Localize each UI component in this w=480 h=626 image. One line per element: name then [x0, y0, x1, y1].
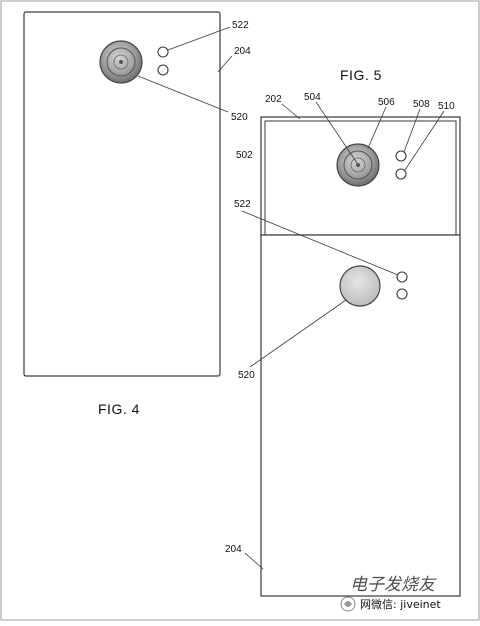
watermark: 电子发烧友 网微信: jiveinet [340, 575, 460, 612]
fig5-label-520: 520 [238, 370, 255, 381]
fig5-module-sensor-bottom [395, 168, 407, 180]
fig5-label-510: 510 [438, 101, 455, 112]
fig5-label-522: 522 [234, 199, 251, 210]
fig5-label-502: 502 [236, 150, 253, 161]
fig4-sensor-bottom [157, 64, 169, 76]
fig5-label-508: 508 [413, 99, 430, 110]
fig5-leader-520 [249, 299, 347, 368]
fig5-leader-510 [404, 110, 445, 171]
fig4-label-522: 522 [232, 20, 249, 31]
fig5-module-sensor-top [395, 150, 407, 162]
fig5-leader-504 [315, 101, 358, 164]
fig5-module-lens [336, 143, 380, 187]
fig5-leader-506 [367, 106, 387, 149]
fig4-label-204: 204 [234, 46, 251, 57]
fig5-leader-204 [244, 552, 264, 570]
fig5-caption: FIG. 5 [340, 67, 382, 83]
fig4-caption: FIG. 4 [98, 401, 140, 417]
fig4-phone-body [23, 11, 221, 377]
fig4-leader-522 [167, 26, 231, 51]
fig5-label-204: 204 [225, 544, 242, 555]
fig4-camera-lens [99, 40, 143, 84]
fig5-body-sensor-top [396, 271, 408, 283]
fig5-body-sensor-bottom [396, 288, 408, 300]
fig4-sensor-top [157, 46, 169, 58]
fig5-leader-202 [281, 103, 301, 120]
fig4-leader-520 [137, 75, 229, 113]
watermark-caption-bg [358, 597, 460, 611]
fig5-label-504: 504 [304, 92, 321, 103]
fig5-leader-522 [241, 210, 399, 276]
fig5-label-506: 506 [378, 97, 395, 108]
fig5-leader-508 [403, 108, 421, 153]
watermark-caption: 网微信: jiveinet [360, 597, 441, 611]
watermark-brand: 电子发烧友 [350, 575, 437, 595]
watermark-logo-icon [340, 596, 356, 612]
fig4-drawing: 522 204 520 FIG. 4 [23, 11, 251, 417]
fig4-leader-204 [217, 55, 233, 73]
fig5-body-lens [339, 265, 381, 307]
fig4-label-520: 520 [231, 112, 248, 123]
fig5-label-202: 202 [265, 94, 282, 105]
fig5-drawing: FIG. 5 202 504 506 508 [225, 67, 461, 597]
